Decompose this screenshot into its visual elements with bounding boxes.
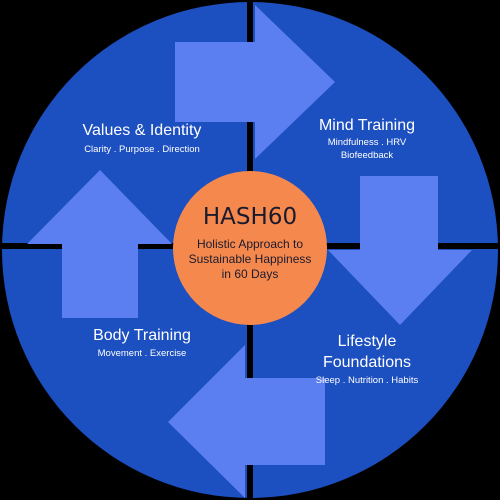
lifestyle-subtitle: Sleep . Nutrition . Habits — [315, 375, 419, 386]
lifestyle-title-2: Foundations — [322, 354, 412, 371]
center-title: HASH60 — [202, 204, 298, 230]
center-subtitle: Holistic Approach to Sustainable Happine… — [188, 237, 312, 281]
arrow-right — [175, 5, 335, 159]
mind-training-title: Mind Training — [318, 117, 416, 134]
mind-training-subtitle-1: Mindfulness . HRV — [327, 137, 407, 148]
body-training-subtitle: Movement . Exercise — [97, 348, 187, 359]
center-circle — [173, 171, 327, 325]
lifestyle-title-1: Lifestyle — [337, 333, 397, 350]
values-identity-subtitle: Clarity . Purpose . Direction — [84, 144, 200, 155]
arrow-up — [27, 170, 172, 318]
values-identity-title: Values & Identity — [82, 122, 202, 139]
arrow-down — [328, 176, 472, 325]
body-training-title: Body Training — [93, 327, 191, 344]
arrow-left — [168, 345, 325, 498]
mind-training-subtitle-2: Biofeedback — [340, 150, 394, 161]
